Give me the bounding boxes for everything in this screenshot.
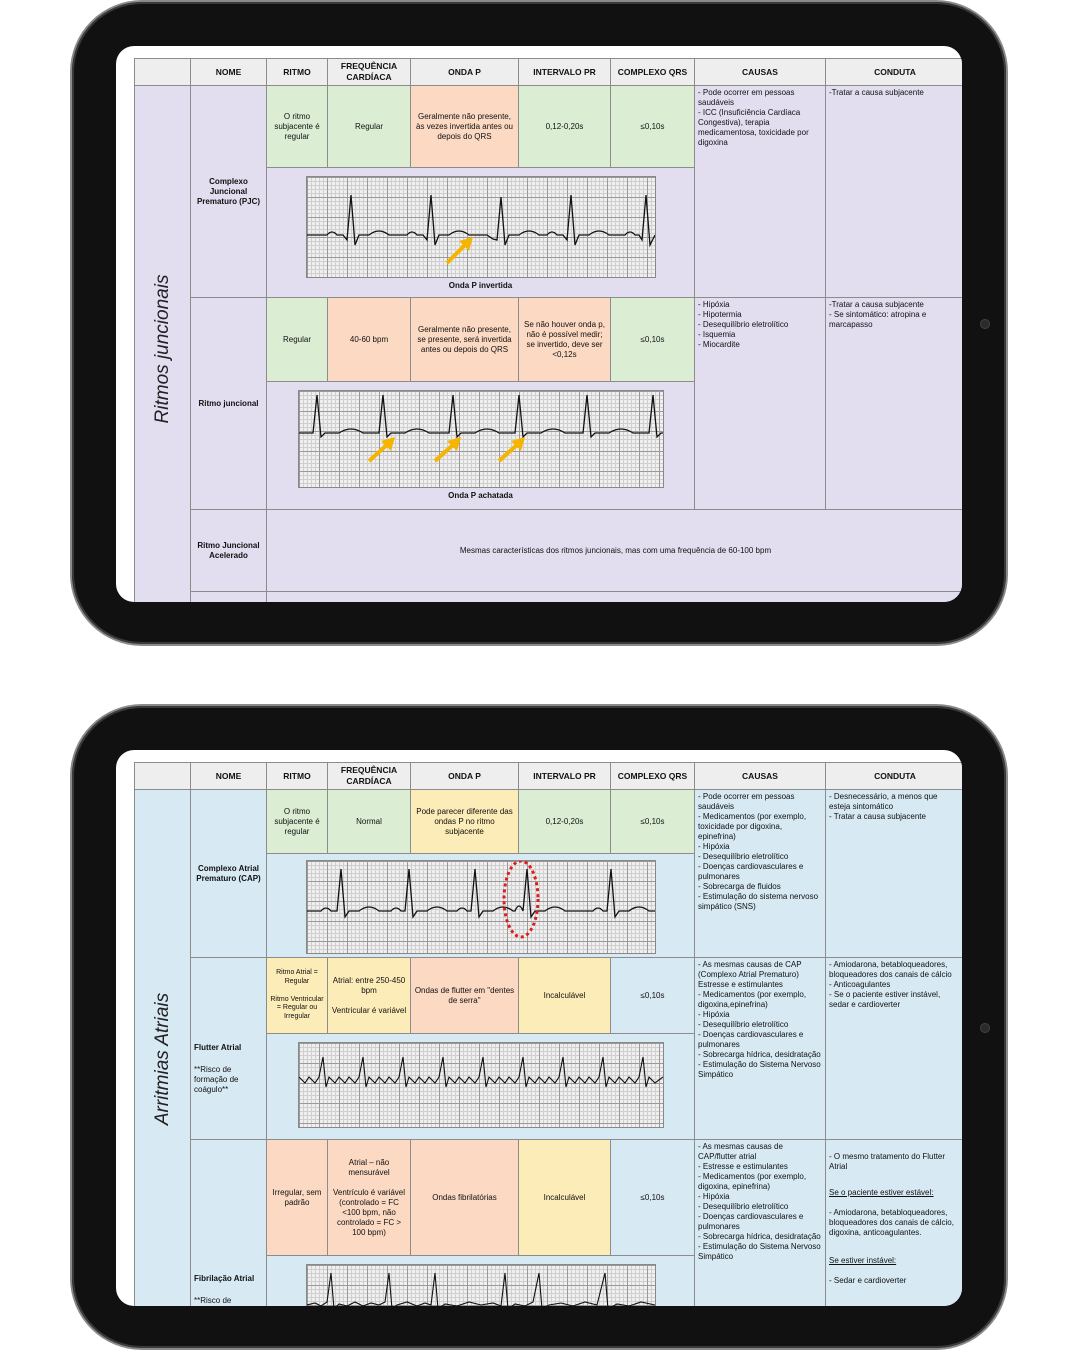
jr-qrs: ≤0,10s bbox=[610, 297, 695, 382]
row-name-cap: Complexo Atrial Prematuro (CAP) bbox=[190, 789, 267, 958]
pjc-conduct: -Tratar a causa subjacente bbox=[825, 85, 962, 298]
header-qrs: COMPLEXO QRS bbox=[610, 58, 695, 86]
af-conduct: - O mesmo tratamento do Flutter Atrial S… bbox=[825, 1139, 962, 1306]
af-conduct-stable-head: Se o paciente estiver estável: bbox=[829, 1188, 934, 1197]
header-causas: CAUSAS bbox=[694, 58, 826, 86]
af-conduct-intro: - O mesmo tratamento do Flutter Atrial bbox=[829, 1152, 946, 1171]
af-conduct-stable: - Amiodarona, betabloqueadores, bloquead… bbox=[829, 1208, 954, 1237]
ecg-strip-af bbox=[305, 1264, 656, 1306]
pjc-p-wave: Geralmente não presente, às vezes invert… bbox=[410, 85, 519, 168]
header-onda-p: ONDA P bbox=[410, 58, 519, 86]
blank-cell-b bbox=[266, 591, 962, 602]
header-ritmo: RITMO bbox=[266, 58, 328, 86]
af-conduct-unstable: - Sedar e cardioverter bbox=[829, 1276, 907, 1285]
cap-rhythm: O ritmo subjacente é regular bbox=[266, 789, 328, 854]
side-button-bottom bbox=[980, 1023, 990, 1033]
flutter-causes: - As mesmas causas de CAP (Complexo Atri… bbox=[694, 957, 826, 1140]
header-conduta: CONDUTA bbox=[825, 58, 962, 86]
tablet-screen-bottom[interactable]: NOME RITMO FREQUÊNCIA CARDÍACA ONDA P IN… bbox=[116, 750, 962, 1306]
header-qrs: COMPLEXO QRS bbox=[610, 762, 695, 790]
jr-rhythm: Regular bbox=[266, 297, 328, 382]
header-row: NOME RITMO FREQUÊNCIA CARDÍACA ONDA P IN… bbox=[134, 58, 962, 86]
cap-conduct: - Desnecessário, a menos que esteja sint… bbox=[825, 789, 962, 958]
pjc-caption: Onda P invertida bbox=[448, 281, 513, 290]
af-p-wave: Ondas fibrilatórias bbox=[410, 1139, 519, 1256]
ajr-text: Mesmas características dos ritmos juncio… bbox=[266, 509, 962, 592]
section-label: Arritmias Atriais bbox=[151, 992, 173, 1126]
cap-p-wave: Pode parecer diferente das ondas P no ri… bbox=[410, 789, 519, 854]
header-conduta: CONDUTA bbox=[825, 762, 962, 790]
af-rate: Atrial – não mensurável Ventrículo é var… bbox=[327, 1139, 411, 1256]
pjc-rhythm: O ritmo subjacente é regular bbox=[266, 85, 328, 168]
junctional-table: NOME RITMO FREQUÊNCIA CARDÍACA ONDA P IN… bbox=[134, 58, 962, 602]
header-onda-p: ONDA P bbox=[410, 762, 519, 790]
af-causes: - As mesmas causas de CAP/flutter atrial… bbox=[694, 1139, 826, 1306]
af-qrs: ≤0,10s bbox=[610, 1139, 695, 1256]
header-row: NOME RITMO FREQUÊNCIA CARDÍACA ONDA P IN… bbox=[134, 762, 962, 790]
row-name-pjc: Complexo Juncional Prematuro (PJC) bbox=[190, 85, 267, 298]
header-frequencia: FREQUÊNCIA CARDÍACA bbox=[327, 762, 411, 790]
pjc-rate: Regular bbox=[327, 85, 411, 168]
jr-ecg-cell: Onda P achatada bbox=[266, 381, 695, 510]
header-frequencia: FREQUÊNCIA CARDÍACA bbox=[327, 58, 411, 86]
af-ecg-cell bbox=[266, 1255, 695, 1306]
cap-ecg-cell bbox=[266, 853, 695, 958]
header-nome: NOME bbox=[190, 58, 267, 86]
ecg-strip-cap bbox=[305, 860, 656, 954]
atrial-table: NOME RITMO FREQUÊNCIA CARDÍACA ONDA P IN… bbox=[134, 762, 962, 1306]
flutter-p-wave: Ondas de flutter em "dentes de serra" bbox=[410, 957, 519, 1034]
jr-pr: Se não houver onda p, não é possível med… bbox=[518, 297, 611, 382]
jr-rate: 40-60 bpm bbox=[327, 297, 411, 382]
section-label: Ritmos juncionais bbox=[151, 274, 173, 423]
jr-caption: Onda P achatada bbox=[448, 491, 513, 500]
cap-causes: - Pode ocorrer em pessoas saudáveis - Me… bbox=[694, 789, 826, 958]
ecg-strip-junctional bbox=[297, 390, 664, 488]
af-name: Fibrilação Atrial bbox=[194, 1274, 255, 1283]
af-risk: **Risco de formação de coágulos** bbox=[194, 1296, 232, 1305]
row-name-accelerated: Ritmo Juncional Acelerado bbox=[190, 509, 267, 592]
header-nome: NOME bbox=[190, 762, 267, 790]
side-label-cell: Ritmos juncionais bbox=[134, 85, 191, 602]
af-pr: Incalculável bbox=[518, 1139, 611, 1256]
header-intervalo-pr: INTERVALO PR bbox=[518, 762, 611, 790]
pjc-qrs: ≤0,10s bbox=[610, 85, 695, 168]
side-button-top bbox=[980, 319, 990, 329]
flutter-risk: **Risco de formação de coágulo** bbox=[194, 1064, 239, 1094]
flutter-ecg-cell bbox=[266, 1033, 695, 1140]
pjc-pr: 0,12-0,20s bbox=[518, 85, 611, 168]
jr-p-wave: Geralmente não presente, se presente, se… bbox=[410, 297, 519, 382]
cap-rate: Normal bbox=[327, 789, 411, 854]
header-ritmo: RITMO bbox=[266, 762, 328, 790]
row-name-af: Fibrilação Atrial **Risco de formação de… bbox=[190, 1139, 267, 1306]
row-name-junctional: Ritmo juncional bbox=[190, 297, 267, 510]
header-blank bbox=[134, 58, 191, 86]
jr-causes: - Hipóxia - Hipotermia - Desequilíbrio e… bbox=[694, 297, 826, 510]
cap-qrs: ≤0,10s bbox=[610, 789, 695, 854]
header-causas: CAUSAS bbox=[694, 762, 826, 790]
af-conduct-unstable-head: Se estiver instável: bbox=[829, 1256, 897, 1265]
jr-conduct: -Tratar a causa subjacente - Se sintomát… bbox=[825, 297, 962, 510]
flutter-rate: Atrial: entre 250-450 bpm Ventricular é … bbox=[327, 957, 411, 1034]
tablet-frame-bottom: NOME RITMO FREQUÊNCIA CARDÍACA ONDA P IN… bbox=[72, 706, 1006, 1348]
flutter-qrs: ≤0,10s bbox=[610, 957, 695, 1034]
row-name-flutter: Flutter Atrial **Risco de formação de co… bbox=[190, 957, 267, 1140]
cap-pr: 0,12-0,20s bbox=[518, 789, 611, 854]
af-rhythm: Irregular, sem padrão bbox=[266, 1139, 328, 1256]
blank-cell-a bbox=[190, 591, 267, 602]
pjc-causes: - Pode ocorrer em pessoas saudáveis - IC… bbox=[694, 85, 826, 298]
ecg-strip-flutter bbox=[297, 1042, 664, 1128]
ecg-strip-pjc bbox=[305, 176, 656, 278]
flutter-rhythm: Ritmo Atrial = Regular Ritmo Ventricular… bbox=[266, 957, 328, 1034]
pjc-ecg-cell: Onda P invertida bbox=[266, 167, 695, 298]
tablet-screen-top[interactable]: NOME RITMO FREQUÊNCIA CARDÍACA ONDA P IN… bbox=[116, 46, 962, 602]
tablet-frame-top: NOME RITMO FREQUÊNCIA CARDÍACA ONDA P IN… bbox=[72, 2, 1006, 644]
flutter-conduct: - Amiodarona, betabloqueadores, bloquead… bbox=[825, 957, 962, 1140]
flutter-name: Flutter Atrial bbox=[194, 1042, 242, 1052]
side-label-cell: Arritmias Atriais bbox=[134, 789, 191, 1306]
header-intervalo-pr: INTERVALO PR bbox=[518, 58, 611, 86]
flutter-pr: Incalculável bbox=[518, 957, 611, 1034]
header-blank bbox=[134, 762, 191, 790]
